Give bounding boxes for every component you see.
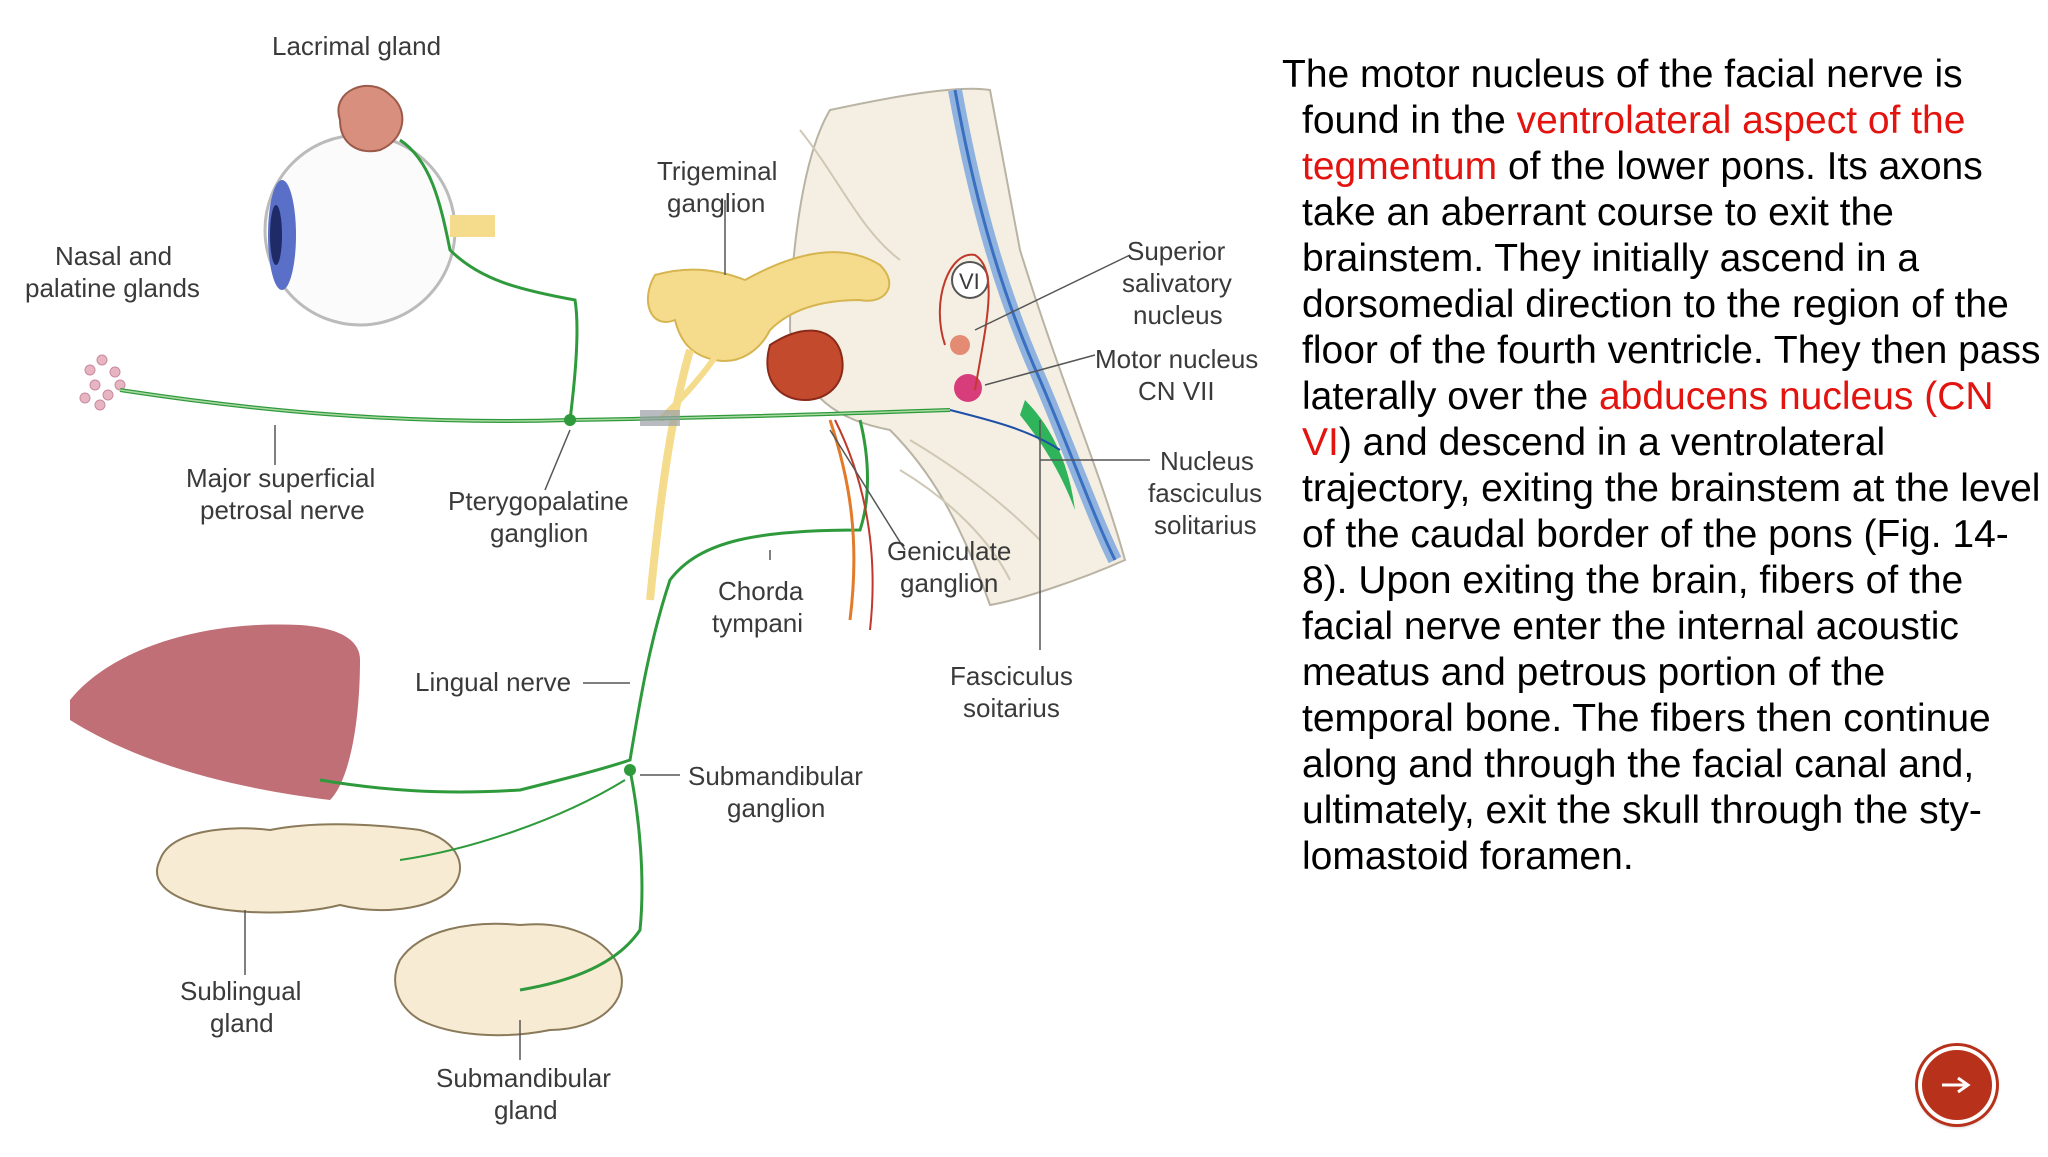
label-trigeminal-1: Trigeminal bbox=[657, 156, 777, 186]
label-lingual: Lingual nerve bbox=[415, 667, 571, 697]
label-sup-sal-3: nucleus bbox=[1133, 300, 1223, 330]
label-lacrimal-gland: Lacrimal gland bbox=[272, 31, 441, 61]
description-text: The motor nucleus of the facial nerve is… bbox=[1282, 52, 2042, 880]
label-fasc-1: Fasciculus bbox=[950, 661, 1073, 691]
label-fasc-2: soitarius bbox=[963, 693, 1060, 723]
diagram-labels: Lacrimal gland Trigeminal ganglion Nasal… bbox=[25, 31, 1262, 1125]
next-slide-button[interactable] bbox=[1918, 1046, 1996, 1124]
label-nasal-2: palatine glands bbox=[25, 273, 200, 303]
label-major-2: petrosal nerve bbox=[200, 495, 365, 525]
eye bbox=[263, 85, 495, 327]
label-nfs-2: fasciculus bbox=[1148, 478, 1262, 508]
highlight-ventrolateral: ventrolateral aspect of the tegmentum bbox=[1302, 99, 1966, 188]
label-major-1: Major superficial bbox=[186, 463, 375, 493]
text-part-2: of the lower pons. Its axons take an abe… bbox=[1302, 145, 2041, 418]
description-paragraph: The motor nucleus of the facial nerve is… bbox=[1282, 52, 2042, 880]
label-chorda-1: Chorda bbox=[718, 576, 804, 606]
label-submand-g-2: ganglion bbox=[727, 793, 825, 823]
facial-nerve-diagram: Lacrimal gland Trigeminal ganglion Nasal… bbox=[25, 31, 1262, 1125]
label-motor-2: CN VII bbox=[1138, 376, 1215, 406]
label-ptery-1: Pterygopalatine bbox=[448, 486, 629, 516]
label-sup-sal-1: Superior bbox=[1127, 236, 1226, 266]
label-nasal-1: Nasal and bbox=[55, 241, 172, 271]
label-trigeminal-2: ganglion bbox=[667, 188, 765, 218]
label-sublingual-2: gland bbox=[210, 1008, 274, 1038]
muscle-block bbox=[766, 329, 844, 402]
label-sup-sal-2: salivatory bbox=[1122, 268, 1232, 298]
label-submand-1: Submandibular bbox=[436, 1063, 611, 1093]
label-vi: VI bbox=[959, 269, 980, 294]
glands bbox=[79, 354, 623, 1037]
nerve-paths bbox=[119, 138, 1061, 992]
trigeminal-ganglion bbox=[646, 251, 891, 601]
label-sublingual-1: Sublingual bbox=[180, 976, 301, 1006]
label-ptery-2: ganglion bbox=[490, 518, 588, 548]
text-part-3: ) and descend in a ventrolateral traject… bbox=[1302, 421, 2041, 878]
label-motor-1: Motor nucleus bbox=[1095, 344, 1258, 374]
label-genic-2: ganglion bbox=[900, 568, 998, 598]
label-chorda-2: tympani bbox=[712, 608, 803, 638]
label-submand-g-1: Submandibular bbox=[688, 761, 863, 791]
label-genic-1: Geniculate bbox=[887, 536, 1011, 566]
arrow-right-icon bbox=[1942, 1076, 1971, 1094]
highlight-abducens: abducens nucleus (CN VI bbox=[1302, 375, 1994, 464]
text-part-1: The motor nucleus of the facial nerve is… bbox=[1282, 53, 1963, 142]
label-nfs-1: Nucleus bbox=[1160, 446, 1254, 476]
tongue bbox=[70, 624, 360, 800]
label-nfs-3: solitarius bbox=[1154, 510, 1257, 540]
brainstem-nuclei bbox=[938, 253, 1075, 510]
label-submand-2: gland bbox=[494, 1095, 558, 1125]
leader-lines bbox=[244, 200, 1150, 1060]
